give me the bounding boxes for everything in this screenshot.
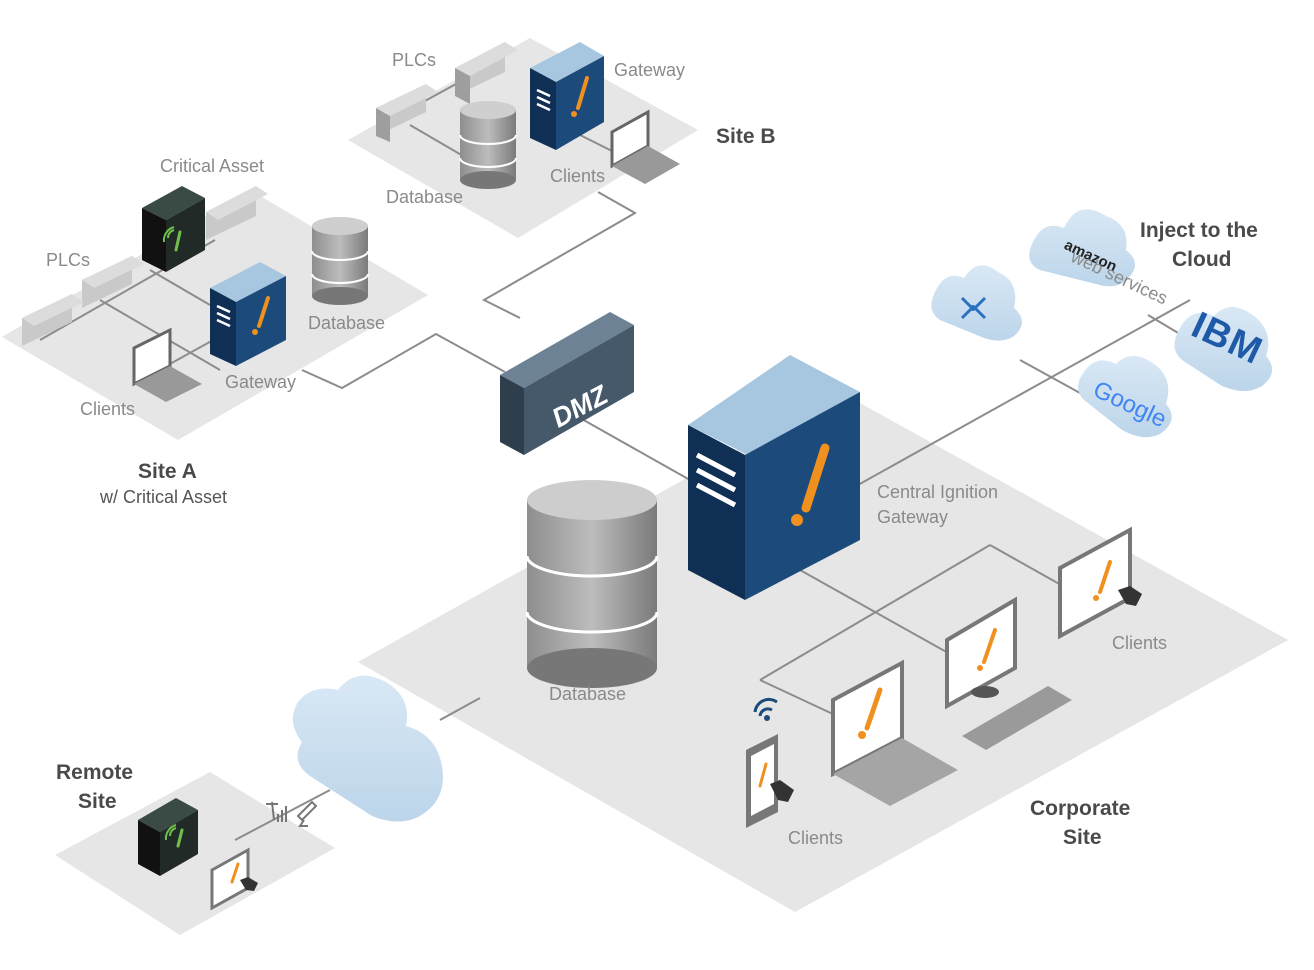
cloud-title-line1: Inject to the xyxy=(1140,219,1258,242)
cellular-signal-icon xyxy=(266,801,287,822)
site-a-plc-top xyxy=(206,186,268,240)
site-a-database xyxy=(311,217,369,305)
site-a-plcs-label: PLCs xyxy=(46,250,90,270)
site-b-gateway-server xyxy=(530,42,604,150)
site-a-title: Site A xyxy=(138,460,197,483)
central-gateway-label-line2: Gateway xyxy=(877,507,948,527)
cloud-ibm: IBM xyxy=(1174,304,1273,391)
site-a-client-laptop xyxy=(132,327,202,402)
dmz-firewall: DMZ xyxy=(500,312,634,455)
central-database xyxy=(525,480,659,688)
site-a-gateway-server xyxy=(210,262,286,366)
site-a-database-label: Database xyxy=(308,313,385,333)
corporate-title-line2: Site xyxy=(1063,826,1102,849)
corporate-clients-bottom-label: Clients xyxy=(788,828,843,848)
satellite-dish-icon xyxy=(296,800,318,827)
corporate-title-line1: Corporate xyxy=(1030,797,1130,820)
central-gateway-label-line1: Central Ignition xyxy=(877,482,998,502)
corporate-client-desktop xyxy=(945,596,1072,750)
corporate-platform xyxy=(358,392,1288,912)
internet-cloud xyxy=(292,675,443,822)
remote-edge-device xyxy=(138,798,198,876)
site-a-plc-1 xyxy=(82,256,144,308)
corporate-client-laptop xyxy=(831,659,958,806)
remote-client-touchscreen xyxy=(210,847,258,911)
site-a-critical-asset xyxy=(142,186,205,272)
site-b-clients-label: Clients xyxy=(550,166,605,186)
site-b-title: Site B xyxy=(716,125,776,148)
site-a-plc-2 xyxy=(22,294,84,346)
site-a-critical-asset-label: Critical Asset xyxy=(160,156,264,176)
site-b-client-laptop xyxy=(610,109,680,184)
site-a-gateway-label: Gateway xyxy=(225,372,296,392)
site-b-database-label: Database xyxy=(386,187,463,207)
corporate-client-mobile xyxy=(746,697,794,828)
site-b-database xyxy=(459,101,517,189)
site-b-plc-2 xyxy=(376,84,438,142)
cloud-title-line2: Cloud xyxy=(1172,248,1231,271)
site-b-plcs-label: PLCs xyxy=(392,50,436,70)
corporate-client-touchscreen xyxy=(1058,526,1142,640)
corporate-clients-right-label: Clients xyxy=(1112,633,1167,653)
site-a-clients-label: Clients xyxy=(80,399,135,419)
site-b-gateway-label: Gateway xyxy=(614,60,685,80)
site-b-plc-1 xyxy=(455,42,518,104)
remote-title-line1: Remote xyxy=(56,761,133,784)
site-a-subtitle: w/ Critical Asset xyxy=(99,487,227,507)
cloud-azure xyxy=(931,265,1022,341)
central-ignition-gateway-server xyxy=(688,355,860,600)
remote-title-line2: Site xyxy=(78,790,117,813)
site-b-platform xyxy=(348,38,698,238)
cloud-google: Google xyxy=(1078,356,1172,438)
central-database-label: Database xyxy=(549,684,626,704)
